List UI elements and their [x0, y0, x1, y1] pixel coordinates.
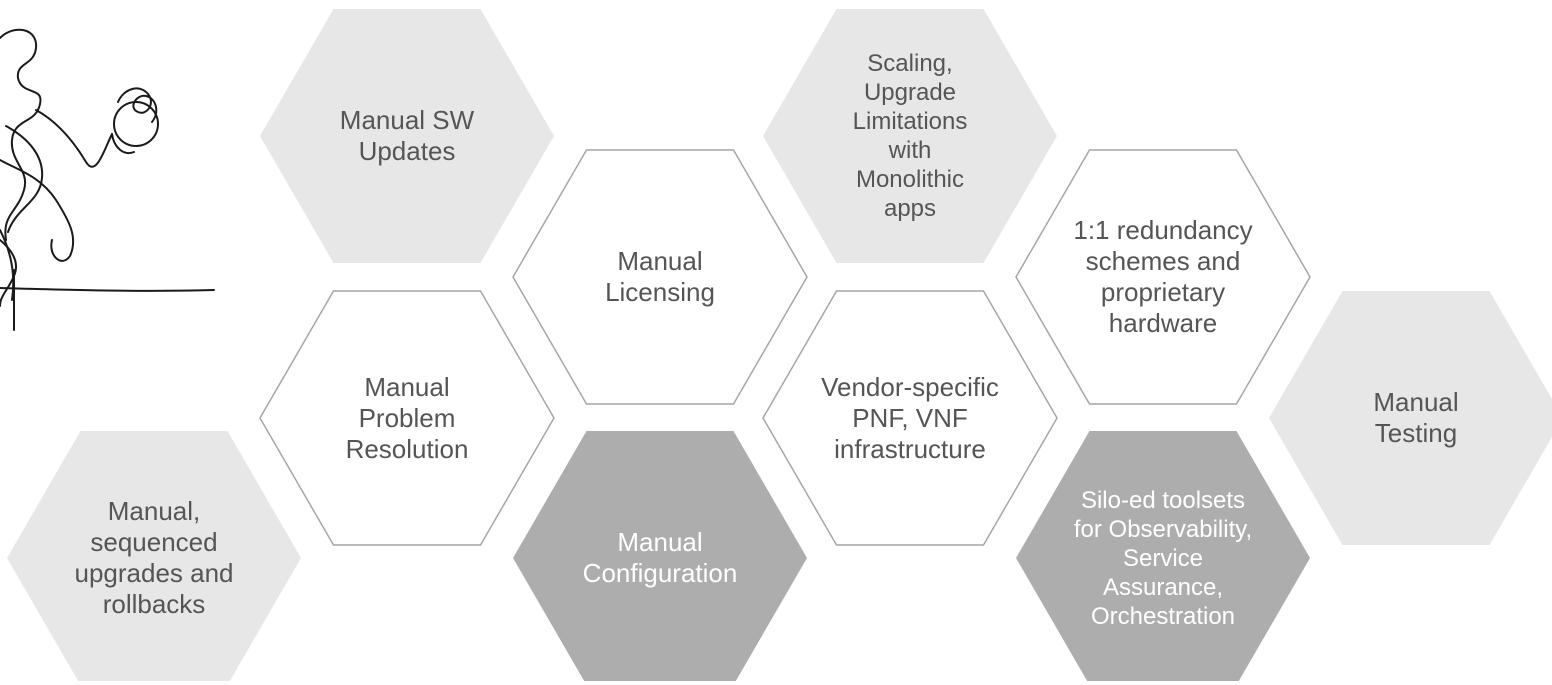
- hexagon-manual-sw-updates: [260, 9, 554, 263]
- hexagon-label-silo-ed-toolsets: Silo-ed toolsets for Observability, Serv…: [1073, 486, 1253, 630]
- hexagon-label-scaling-upgrade-limitations: Scaling, Upgrade Limitations with Monoli…: [852, 50, 968, 222]
- hexagon-redundancy-proprietary-hardware: [1015, 149, 1311, 405]
- hexagon-scaling-upgrade-limitations: [763, 9, 1057, 263]
- hexagon-label-manual-testing: Manual Testing: [1373, 387, 1459, 448]
- hexagon-label-vendor-specific-infrastructure: Vendor-specific PNF, VNF infrastructure: [821, 371, 999, 464]
- hexagon-label-manual-configuration: Manual Configuration: [582, 527, 738, 588]
- hexagon-label-redundancy-proprietary-hardware: 1:1 redundancy schemes and proprietary h…: [1073, 215, 1253, 338]
- hexagon-manual-testing: [1269, 291, 1552, 545]
- hexagon-label-manual-sequenced-upgrades: Manual, sequenced upgrades and rollbacks: [74, 496, 234, 619]
- hexagon-label-manual-sw-updates: Manual SW Updates: [339, 105, 475, 166]
- hexagon-label-manual-licensing: Manual Licensing: [605, 246, 715, 307]
- hexagon-manual-licensing: [512, 149, 808, 405]
- hexagon-manual-sequenced-upgrades: [7, 431, 301, 681]
- hexagon-vendor-specific-infrastructure: [762, 290, 1058, 546]
- hexagon-label-manual-problem-resolution: Manual Problem Resolution: [345, 371, 469, 464]
- hexagon-manual-problem-resolution: [259, 290, 555, 546]
- hexagon-manual-configuration: [513, 431, 807, 681]
- hexagon-silo-ed-toolsets: [1016, 431, 1310, 681]
- person-juggling-sketch-icon: [0, 28, 215, 331]
